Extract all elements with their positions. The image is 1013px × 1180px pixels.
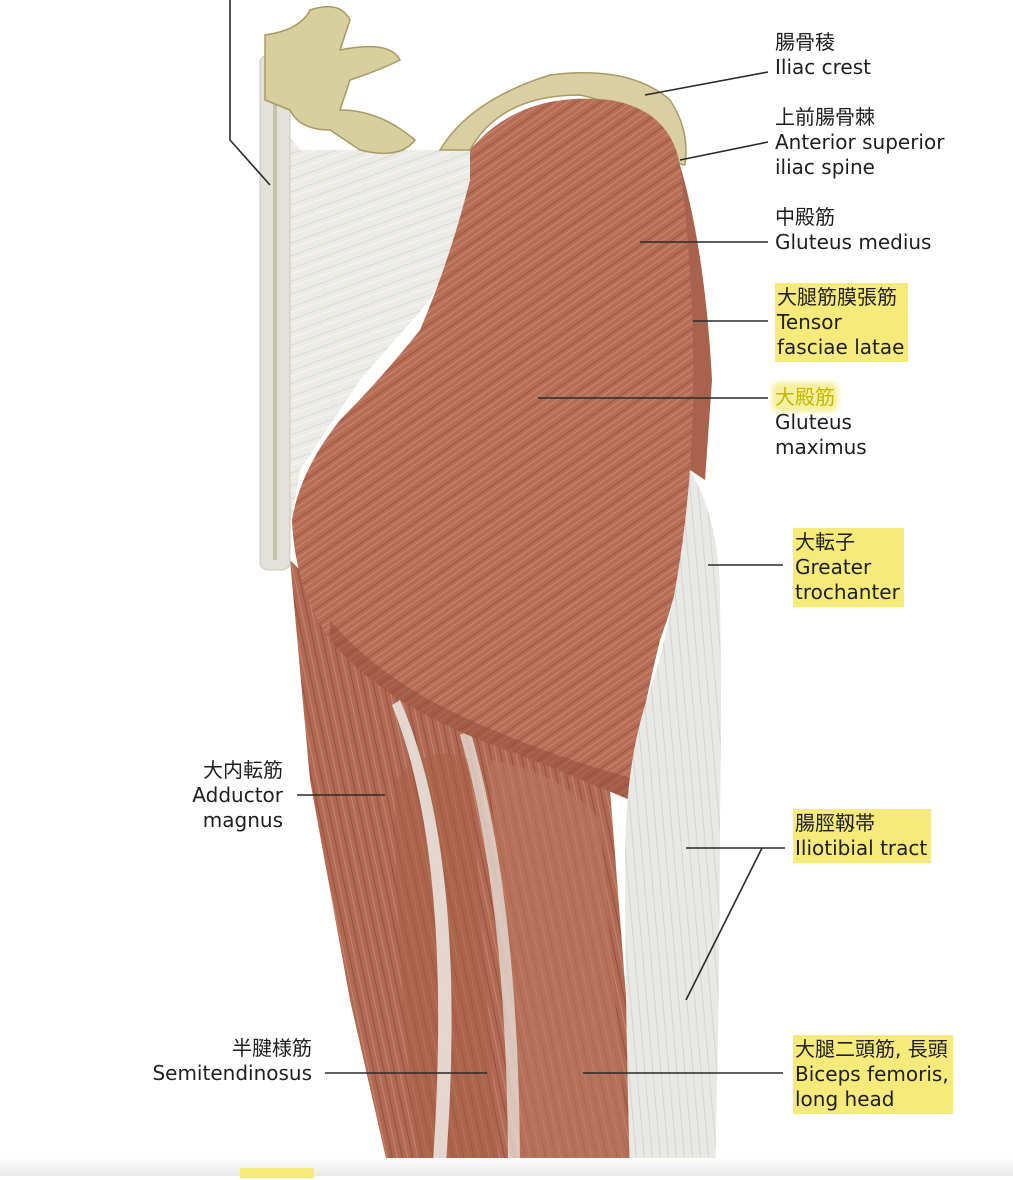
page-bottom-edge <box>0 1158 1013 1176</box>
label-line: magnus <box>100 808 283 833</box>
label-line: Adductor <box>100 783 283 808</box>
label-line: Gluteus <box>775 410 867 435</box>
label-japanese-gluteus-maximus: 大殿筋 <box>775 385 835 409</box>
iliotibial-tract-fascia <box>625 470 721 1176</box>
label-line: fasciae latae <box>777 335 904 360</box>
label-english-adductor-magnus: magnus <box>202 808 283 832</box>
label-line: Semitendinosus <box>110 1061 312 1086</box>
label-line: maximus <box>775 435 867 460</box>
label-japanese-biceps-femoris: 大腿二頭筋, 長頭 <box>795 1037 948 1061</box>
label-english-asis: iliac spine <box>775 155 875 179</box>
label-english-biceps-femoris: Biceps femoris, <box>795 1062 949 1086</box>
leader-line-asis <box>679 141 769 161</box>
label-line: Anterior superior <box>775 130 944 155</box>
label-line: iliac spine <box>775 155 944 180</box>
tensor-fasciae-latae-muscle <box>680 165 712 480</box>
label-line: 腸脛靱帯 <box>795 811 927 836</box>
leader-line-iliac-crest <box>644 71 769 96</box>
sacral-fascia <box>262 110 480 570</box>
label-english-semitendinosus: Semitendinosus <box>152 1061 312 1085</box>
gluteus-maximus-muscle <box>292 180 690 800</box>
label-english-asis: Anterior superior <box>775 130 945 154</box>
label-english-adductor-magnus: Adductor <box>192 783 283 807</box>
label-english-greater-trochanter: trochanter <box>795 580 900 604</box>
vertebra-bone <box>264 5 417 155</box>
sacrum-leader-line <box>229 0 271 186</box>
leader-line-iliotibial-tract-2 <box>685 847 763 1001</box>
gluteus-maximus-shade <box>330 620 640 800</box>
label-japanese-iliotibial-tract: 腸脛靱帯 <box>795 811 875 835</box>
label-line: long head <box>795 1087 949 1112</box>
label-english-iliac-crest: Iliac crest <box>775 55 871 79</box>
gluteus-medius-muscle <box>470 98 700 471</box>
label-line: 大内転筋 <box>100 758 283 783</box>
label-japanese-semitendinosus: 半腱様筋 <box>232 1036 312 1060</box>
label-japanese-asis: 上前腸骨棘 <box>775 105 875 129</box>
label-japanese-gluteus-medius: 中殿筋 <box>775 205 835 229</box>
label-line: Gluteus medius <box>775 230 931 255</box>
label-japanese-adductor-magnus: 大内転筋 <box>203 758 283 782</box>
label-line: Iliotibial tract <box>795 836 927 861</box>
label-english-gluteus-maximus: maximus <box>775 435 867 459</box>
label-line: 大腿二頭筋, 長頭 <box>795 1037 949 1062</box>
label-japanese-tfl: 大腿筋膜張筋 <box>777 285 897 309</box>
label-japanese-iliac-crest: 腸骨稜 <box>775 30 835 54</box>
label-line: 腸骨稜 <box>775 30 871 55</box>
label-line: 大腿筋膜張筋 <box>777 285 904 310</box>
label-english-gluteus-maximus: Gluteus <box>775 410 852 434</box>
biceps-femoris-muscle <box>490 760 630 1176</box>
cropped-highlight <box>240 1168 314 1178</box>
label-english-tfl: fasciae latae <box>777 335 905 359</box>
label-line: 中殿筋 <box>775 205 931 230</box>
label-english-tfl: Tensor <box>777 310 842 334</box>
label-line: Tensor <box>777 310 904 335</box>
label-line: 半腱様筋 <box>110 1036 312 1061</box>
label-english-biceps-femoris: long head <box>795 1087 895 1111</box>
tendon-strip-2 <box>460 730 520 1176</box>
label-english-iliotibial-tract: Iliotibial tract <box>795 836 928 860</box>
label-line: trochanter <box>795 580 900 605</box>
label-line: Greater <box>795 555 900 580</box>
label-english-greater-trochanter: Greater <box>795 555 872 579</box>
label-line: 上前腸骨棘 <box>775 105 944 130</box>
label-english-gluteus-medius: Gluteus medius <box>775 230 932 254</box>
iliac-crest-bone <box>438 72 687 166</box>
label-line: Iliac crest <box>775 55 871 80</box>
label-line: 大転子 <box>795 530 900 555</box>
tendon-strip <box>392 700 452 1176</box>
label-line: Biceps femoris, <box>795 1062 949 1087</box>
label-japanese-greater-trochanter: 大転子 <box>795 530 855 554</box>
label-line: 大殿筋 <box>775 385 867 410</box>
